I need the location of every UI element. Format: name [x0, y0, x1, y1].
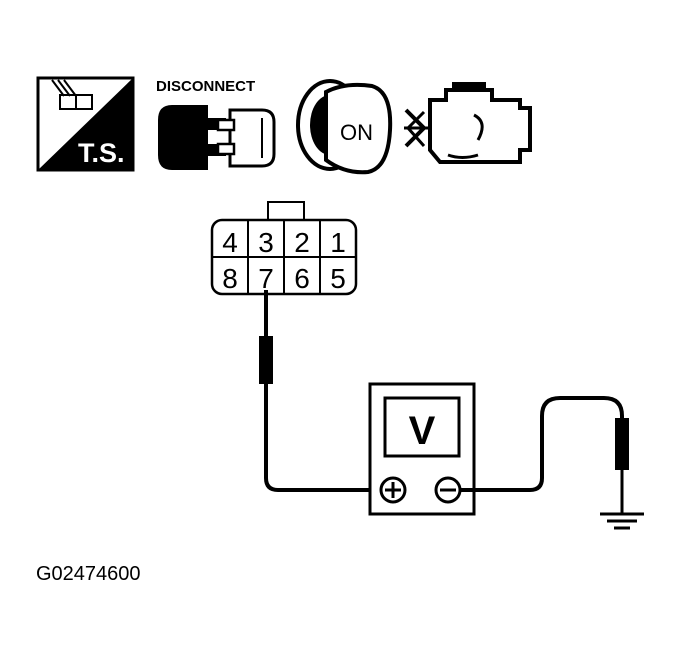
pin-label: 2: [294, 227, 310, 258]
pin-label: 8: [222, 263, 238, 294]
connector-top-row: 4 3 2 1: [222, 227, 346, 258]
ignition-on-label: ON: [340, 120, 373, 145]
disconnect-icon: DISCONNECT: [156, 78, 276, 170]
figure-code: G02474600: [36, 563, 141, 585]
pin-label: 3: [258, 227, 274, 258]
harness-connector: 4 3 2 1 8 7 6 5: [210, 201, 358, 296]
ignition-key-icon: ON: [296, 79, 393, 175]
ts-icon: T.S.: [36, 76, 135, 172]
negative-lead: [460, 396, 629, 514]
plus-terminal-icon: [379, 476, 407, 504]
voltmeter-label: V: [409, 409, 436, 453]
pin-label: 5: [330, 263, 346, 294]
pin-label: 1: [330, 227, 346, 258]
voltmeter: V: [368, 382, 476, 516]
positive-probe: [259, 290, 378, 492]
connector-bottom-row: 8 7 6 5: [222, 263, 346, 294]
pin-label: 6: [294, 263, 310, 294]
minus-terminal-icon: [434, 476, 462, 504]
ts-label: T.S.: [78, 138, 125, 168]
pin-label: 4: [222, 227, 238, 258]
engine-icon: [404, 82, 532, 164]
ground-icon: [600, 512, 644, 530]
disconnect-label: DISCONNECT: [156, 78, 255, 95]
pin-label: 7: [258, 263, 274, 294]
